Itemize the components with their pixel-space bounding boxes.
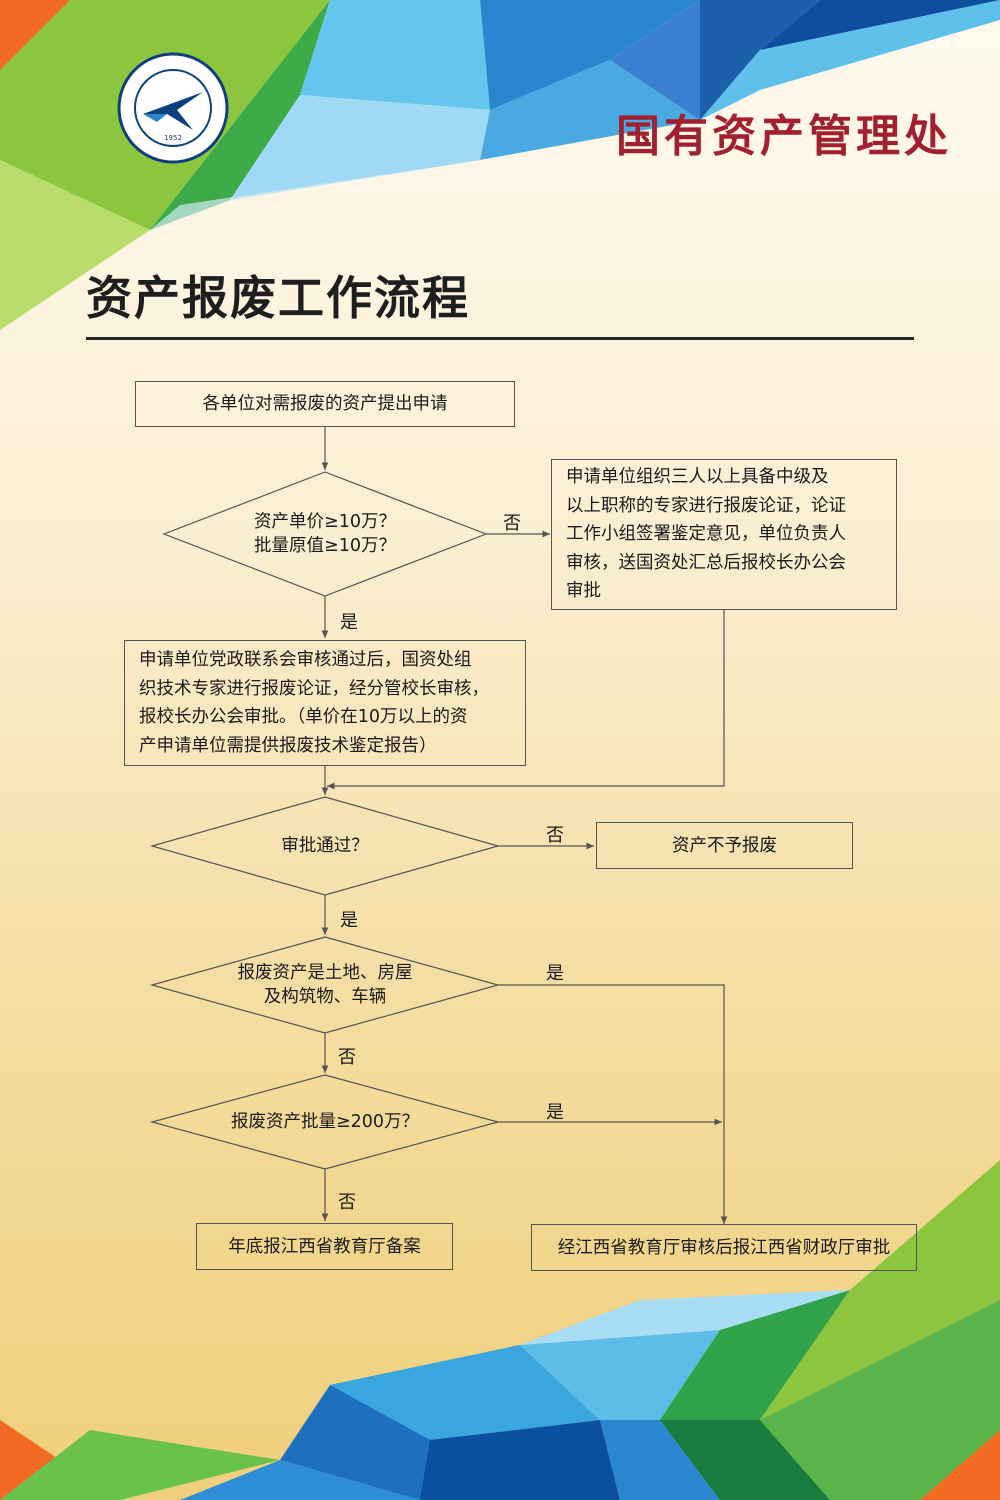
- party-review-line: 申请单位党政联系会审核通过后，国资处组: [139, 650, 472, 670]
- label-d3-yes: 是: [546, 963, 564, 984]
- page-title: 资产报废工作流程: [86, 271, 470, 325]
- decision-1-line-2: 批量原值≥10万？: [254, 536, 396, 556]
- record-text: 年底报江西省教育厅备案: [228, 1236, 421, 1257]
- decision-3-text: 报废资产是土地、房屋 及构筑物、车辆: [238, 961, 413, 1009]
- approve-text: 经江西省教育厅审核后报江西省财政厅审批: [557, 1237, 891, 1258]
- department-title: 国有资产管理处: [616, 111, 952, 162]
- expert-review-line: 申请单位组织三人以上具备中级及: [566, 467, 829, 488]
- expert-review-line: 工作小组签署鉴定意见，单位负责人: [566, 524, 846, 545]
- decision-1-text: 资产单价≥10万？ 批量原值≥10万？: [254, 510, 396, 558]
- label-d2-yes: 是: [340, 910, 358, 931]
- party-review-box: 申请单位党政联系会审核通过后，国资处组 织技术专家进行报废论证，经分管校长审核，…: [124, 640, 526, 766]
- approve-box: 经江西省教育厅审核后报江西省财政厅审批: [531, 1224, 917, 1271]
- label-d1-no: 否: [503, 513, 521, 534]
- expert-review-line: 以上职称的专家进行报废论证，论证: [566, 495, 846, 516]
- expert-review-box: 申请单位组织三人以上具备中级及 以上职称的专家进行报废论证，论证 工作小组签署鉴…: [551, 459, 897, 610]
- decision-1-line-1: 资产单价≥10万？: [254, 512, 396, 532]
- decision-3-line-1: 报废资产是土地、房屋: [237, 963, 413, 983]
- label-d3-no: 否: [338, 1047, 356, 1068]
- title-underline: [86, 337, 914, 340]
- university-logo: 1952: [117, 52, 229, 164]
- label-d4-yes: 是: [546, 1102, 564, 1123]
- start-text: 各单位对需报废的资产提出申请: [202, 394, 448, 414]
- expert-review-line: 审核，送国资处汇总后报校长办公会: [566, 552, 846, 573]
- party-review-line: 织技术专家进行报废论证，经分管校长审核，: [139, 678, 489, 699]
- svg-text:1952: 1952: [164, 134, 182, 142]
- label-d1-yes: 是: [340, 612, 358, 633]
- record-box: 年底报江西省教育厅备案: [196, 1223, 453, 1270]
- expert-review-line: 审批: [566, 581, 601, 602]
- party-review-line: 报校长办公会审批。（单价在10万以上的资: [139, 707, 468, 727]
- decision-2-text: 审批通过？: [281, 836, 369, 856]
- decision-3-line-2: 及构筑物、车辆: [263, 987, 387, 1007]
- party-review-line: 产申请单位需提供报废技术鉴定报告）: [139, 735, 437, 756]
- start-box: 各单位对需报废的资产提出申请: [135, 381, 515, 427]
- reject-text: 资产不予报废: [672, 835, 777, 856]
- reject-box: 资产不予报废: [596, 822, 853, 869]
- label-d2-no: 否: [546, 825, 564, 846]
- label-d4-no: 否: [338, 1192, 356, 1213]
- decision-4-text: 报废资产批量≥200万？: [230, 1112, 420, 1132]
